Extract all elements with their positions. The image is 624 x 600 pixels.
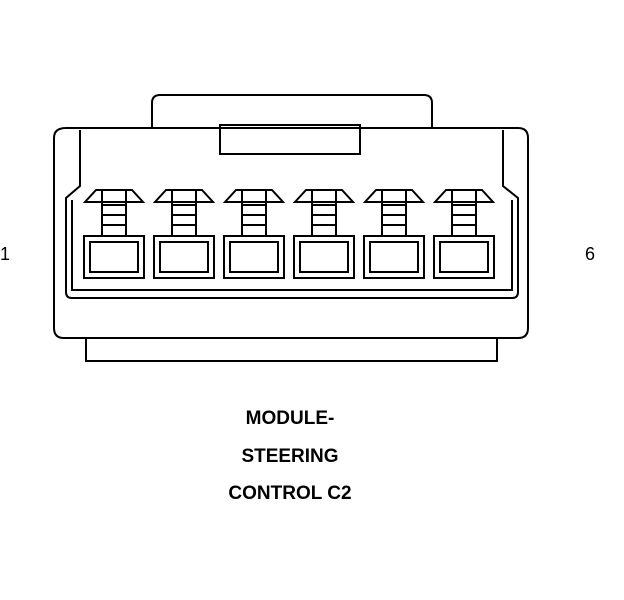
pin-stem xyxy=(171,190,197,235)
latch-slot xyxy=(219,124,361,155)
pin-6-label: 6 xyxy=(585,244,596,264)
pin-rungs xyxy=(242,204,266,226)
caption-line-2: STEERING xyxy=(241,446,339,467)
pin-stem xyxy=(381,190,407,235)
pin-stem xyxy=(311,190,337,235)
pin-cavity-outer xyxy=(433,235,495,279)
pin-terminal-2 xyxy=(152,189,216,279)
pin-lock-tab xyxy=(432,189,496,203)
pin-rungs xyxy=(382,204,406,226)
pin-lock-tab xyxy=(82,189,146,203)
pin-cavity-inner xyxy=(229,241,279,273)
pin-cavity-outer xyxy=(363,235,425,279)
pin-cavity-outer xyxy=(223,235,285,279)
pin-terminal-1 xyxy=(82,189,146,279)
pin-rungs xyxy=(312,204,336,226)
pin-cavity-outer xyxy=(293,235,355,279)
pin-lock-tab xyxy=(292,189,356,203)
pin-cavity-inner xyxy=(89,241,139,273)
pin-terminal-6 xyxy=(432,189,496,279)
pin-stem xyxy=(241,190,267,235)
pin-terminal-5 xyxy=(362,189,426,279)
connector-latch xyxy=(151,94,433,127)
pin-cavity-outer xyxy=(83,235,145,279)
pin-cavity-inner xyxy=(369,241,419,273)
pin-rungs xyxy=(102,204,126,226)
connector-body-inner xyxy=(65,130,519,299)
pin-rungs xyxy=(172,204,196,226)
connector-base xyxy=(85,338,498,362)
cavity-outline xyxy=(71,200,513,291)
pin-lock-tab xyxy=(362,189,426,203)
caption-line-1: MODULE- xyxy=(245,408,335,429)
connector-body-outer xyxy=(53,127,529,339)
pin-lock-tab xyxy=(152,189,216,203)
pin-rungs xyxy=(452,204,476,226)
pin-cavity-outer xyxy=(153,235,215,279)
pin-terminal-4 xyxy=(292,189,356,279)
caption-line-3: CONTROL C2 xyxy=(228,483,352,504)
pin-1-label: 1 xyxy=(0,244,11,264)
pin-lock-tab xyxy=(222,189,286,203)
pin-terminals xyxy=(82,189,496,279)
pin-cavity-inner xyxy=(439,241,489,273)
pin-terminal-3 xyxy=(222,189,286,279)
pin-cavity-inner xyxy=(159,241,209,273)
pin-cavity-inner xyxy=(299,241,349,273)
pin-stem xyxy=(101,190,127,235)
pin-stem xyxy=(451,190,477,235)
